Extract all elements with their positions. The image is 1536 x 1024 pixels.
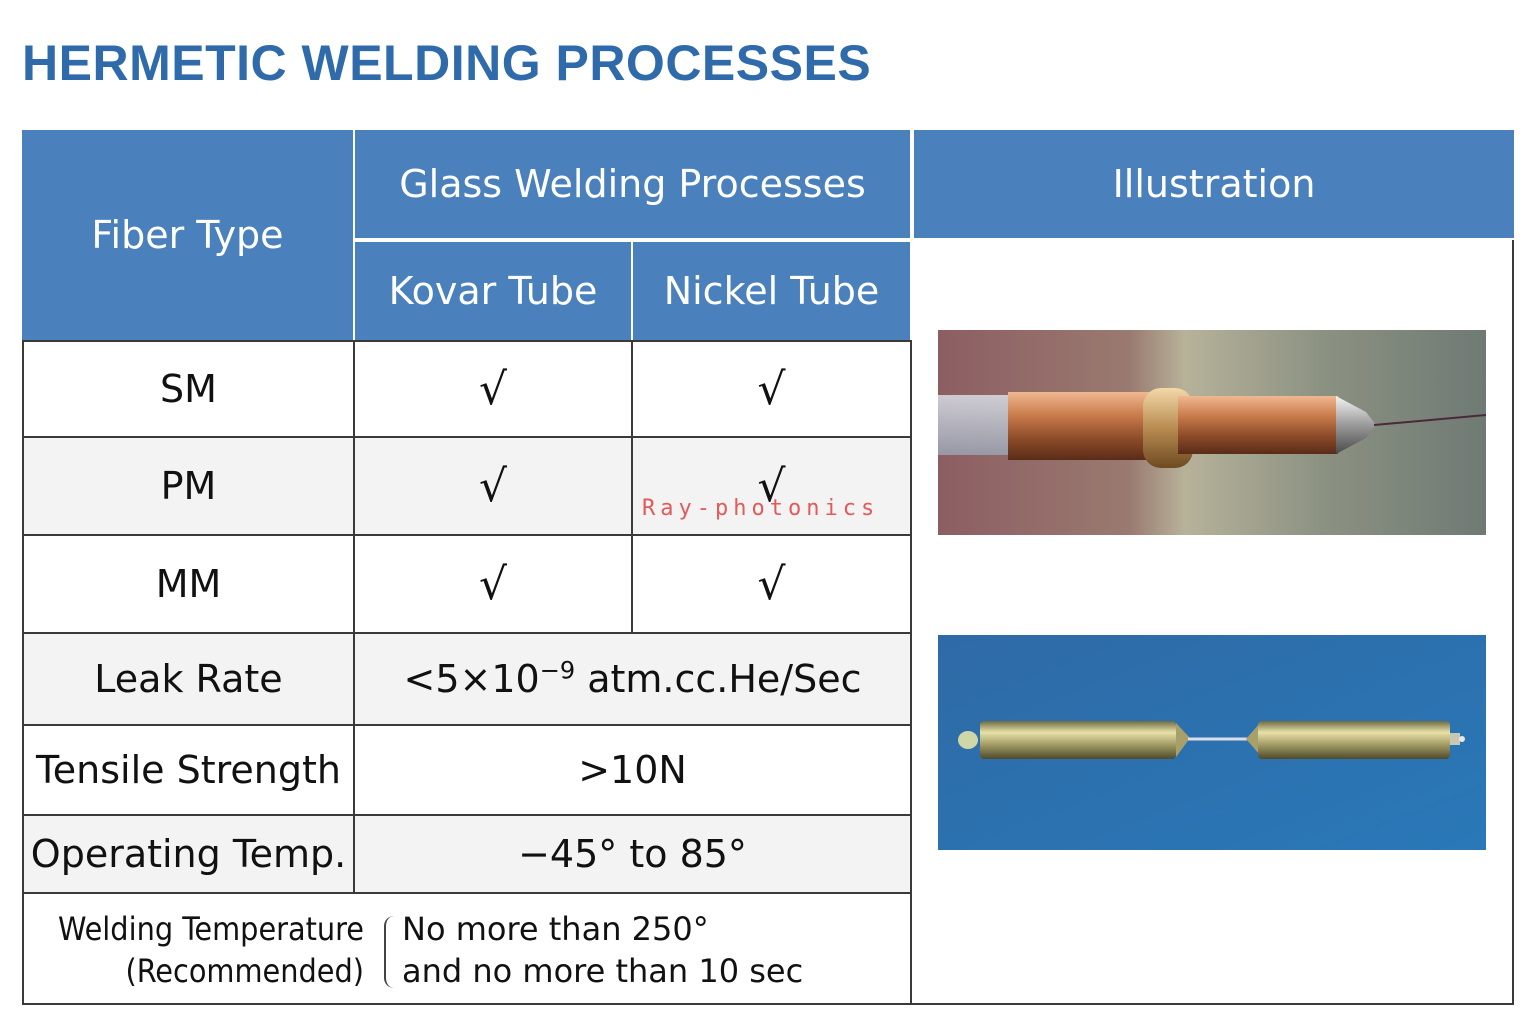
operating-label: Operating Temp. — [30, 832, 347, 876]
header-kovar: Kovar Tube — [355, 242, 631, 340]
welding-label-line-1: Welding Temperature — [57, 910, 364, 948]
check-mark: √ — [757, 460, 786, 512]
welding-value-line-2: and no more than 10 sec — [402, 952, 804, 990]
row-sm-nickel: √ — [631, 340, 912, 438]
leak-rate-exponent: −9 — [539, 656, 576, 685]
leak-rate-prefix: <5×10 — [403, 657, 540, 701]
header-nickel: Nickel Tube — [633, 242, 910, 340]
check-mark: √ — [757, 363, 786, 415]
header-illustration-label: Illustration — [1112, 162, 1316, 206]
header-glass-welding: Glass Welding Processes — [355, 130, 910, 238]
brace-divider — [384, 916, 396, 988]
header-fiber-type: Fiber Type — [22, 130, 353, 340]
header-nickel-label: Nickel Tube — [663, 269, 880, 313]
header-glass-welding-label: Glass Welding Processes — [399, 162, 866, 206]
header-fiber-type-label: Fiber Type — [91, 213, 284, 257]
row-sm-fiber: SM — [22, 340, 355, 438]
check-mark: √ — [757, 558, 786, 610]
fiber-label: PM — [160, 464, 217, 508]
row-sm-kovar: √ — [353, 340, 633, 438]
row-pm-fiber: PM — [22, 436, 355, 536]
row-pm-nickel: √ — [631, 436, 912, 536]
welding-table: Fiber Type Glass Welding Processes Illus… — [22, 130, 1514, 1005]
row-mm-fiber: MM — [22, 534, 355, 634]
tensile-label: Tensile Strength — [36, 748, 341, 792]
tensile-value-cell: >10N — [353, 724, 912, 816]
operating-value-cell: −45° to 85° — [353, 814, 912, 894]
leak-rate-label-cell: Leak Rate — [22, 632, 355, 726]
leak-rate-label: Leak Rate — [94, 657, 283, 701]
operating-value: −45° to 85° — [518, 832, 747, 876]
row-pm-kovar: √ — [353, 436, 633, 536]
fiber-label: SM — [160, 367, 217, 411]
check-mark: √ — [478, 460, 508, 512]
illustration-panel — [912, 240, 1514, 1005]
check-mark: √ — [478, 558, 508, 610]
welding-temperature-label: Welding Temperature (Recommended) — [58, 908, 364, 992]
leak-rate-value-cell: <5×10−9 atm.cc.He/Sec — [353, 632, 912, 726]
copper-tube-photo — [938, 330, 1486, 535]
row-mm-nickel: √ — [631, 534, 912, 634]
leak-rate-unit: atm.cc.He/Sec — [587, 657, 862, 701]
tensile-value: >10N — [578, 748, 687, 792]
welding-temperature-row: Welding Temperature (Recommended) No mor… — [22, 892, 912, 1005]
welding-value-line-1: No more than 250° — [402, 910, 709, 948]
check-mark: √ — [478, 363, 508, 415]
tube-pair-photo — [938, 635, 1486, 850]
welding-temperature-value: No more than 250° and no more than 10 se… — [402, 908, 803, 992]
watermark: Ray-photonics — [642, 496, 880, 521]
header-kovar-label: Kovar Tube — [388, 269, 598, 313]
page-title: HERMETIC WELDING PROCESSES — [22, 35, 872, 91]
operating-label-cell: Operating Temp. — [22, 814, 355, 894]
tensile-label-cell: Tensile Strength — [22, 724, 355, 816]
fiber-label: MM — [155, 562, 222, 606]
row-mm-kovar: √ — [353, 534, 633, 634]
header-illustration: Illustration — [914, 130, 1514, 238]
welding-label-line-2: (Recommended) — [125, 952, 364, 990]
leak-rate-value: <5×10−9 atm.cc.He/Sec — [404, 657, 862, 701]
